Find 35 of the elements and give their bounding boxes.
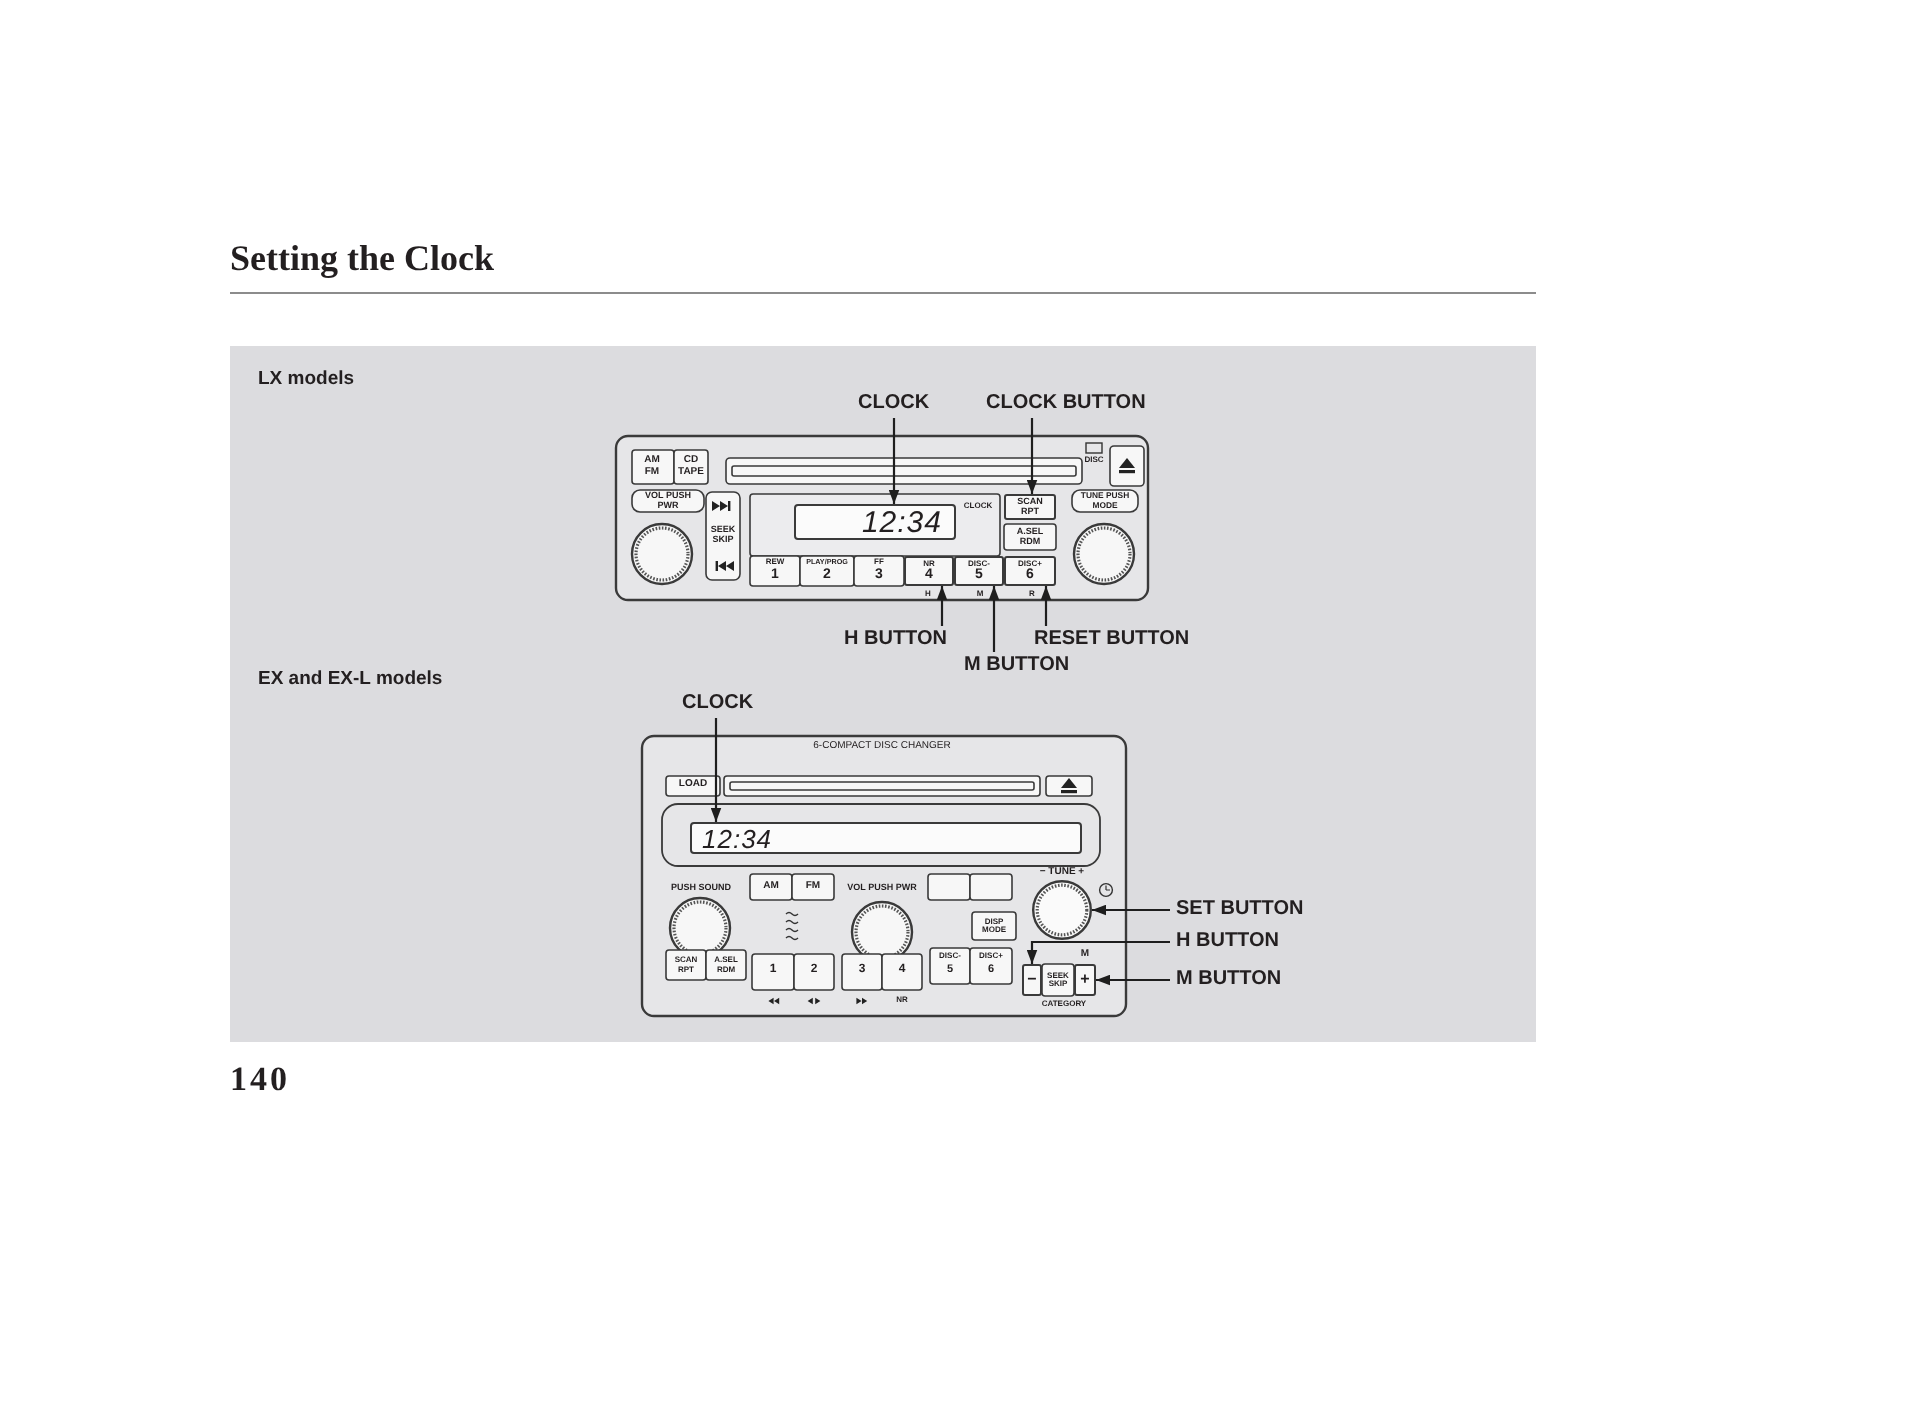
callout-label: M BUTTON xyxy=(958,652,1076,680)
leader-arrow xyxy=(1096,974,1170,986)
callout-label: H BUTTON xyxy=(1170,928,1285,956)
section-heading: EX and EX-L models xyxy=(258,668,443,692)
leader-arrow xyxy=(888,418,900,504)
callout-label: M BUTTON xyxy=(1170,966,1288,994)
page-title: Setting the Clock xyxy=(230,238,494,280)
radio-button xyxy=(1004,556,1056,586)
callout-label: CLOCK BUTTON xyxy=(980,390,1152,418)
section-heading: LX models xyxy=(258,368,355,392)
key-label: + xyxy=(1078,971,1092,989)
leader-arrow xyxy=(936,586,948,626)
callout-label: CLOCK xyxy=(852,390,936,418)
leader-arrow xyxy=(1040,586,1052,626)
lcd-display xyxy=(690,822,1082,854)
clock-readout: 12:34 xyxy=(702,825,773,851)
radio-button xyxy=(1074,964,1096,996)
leader-arrow xyxy=(988,586,1000,652)
callout-label: CLOCK xyxy=(676,690,760,718)
radio-button xyxy=(1004,494,1056,520)
page-number: 140 xyxy=(230,1060,290,1100)
callout-label: SET BUTTON xyxy=(1170,896,1310,924)
radio-button xyxy=(954,556,1004,586)
leader-arrow xyxy=(1092,904,1170,916)
leader-arrow xyxy=(1026,940,1170,964)
clock-readout: 12:34 xyxy=(861,507,942,537)
key-label: − xyxy=(1025,971,1039,989)
leader-arrow xyxy=(710,718,722,822)
radio-button xyxy=(1022,964,1042,996)
callout-label: RESET BUTTON xyxy=(1028,626,1196,654)
tuning-knob xyxy=(1032,880,1092,940)
radio-button xyxy=(904,556,954,586)
lcd-display xyxy=(794,504,956,540)
leader-arrow xyxy=(1026,418,1038,494)
callout-label: H BUTTON xyxy=(838,626,953,654)
